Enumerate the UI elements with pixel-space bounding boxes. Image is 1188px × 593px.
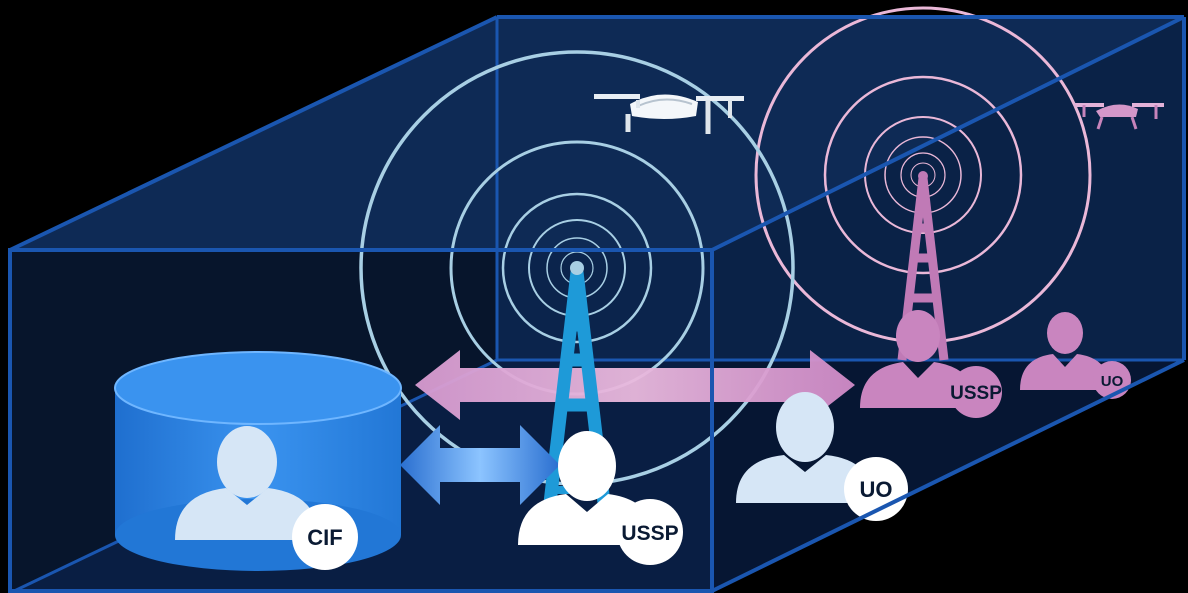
ussp-badge: USSP: [950, 366, 1002, 418]
box-top-face: [10, 17, 1184, 250]
person-icon: [1020, 312, 1110, 390]
ussp-label: USSP: [950, 383, 1002, 404]
ussp-label: USSP: [621, 522, 678, 545]
airspace-box-edges: [8, 15, 1186, 593]
double-arrow-icon: [415, 350, 855, 420]
uo-label: UO: [860, 477, 893, 502]
ussp-badge: USSP: [617, 499, 683, 565]
person-icon: [860, 310, 977, 408]
drone-icon: [594, 94, 744, 134]
cif-badge: CIF: [292, 504, 358, 570]
double-arrow-icon: [400, 425, 560, 505]
person-icon: [736, 392, 874, 503]
uo-label: UO: [1101, 373, 1124, 390]
person-icon: [175, 426, 319, 540]
cif-label: CIF: [307, 525, 342, 550]
drone-icon: [1074, 103, 1164, 130]
